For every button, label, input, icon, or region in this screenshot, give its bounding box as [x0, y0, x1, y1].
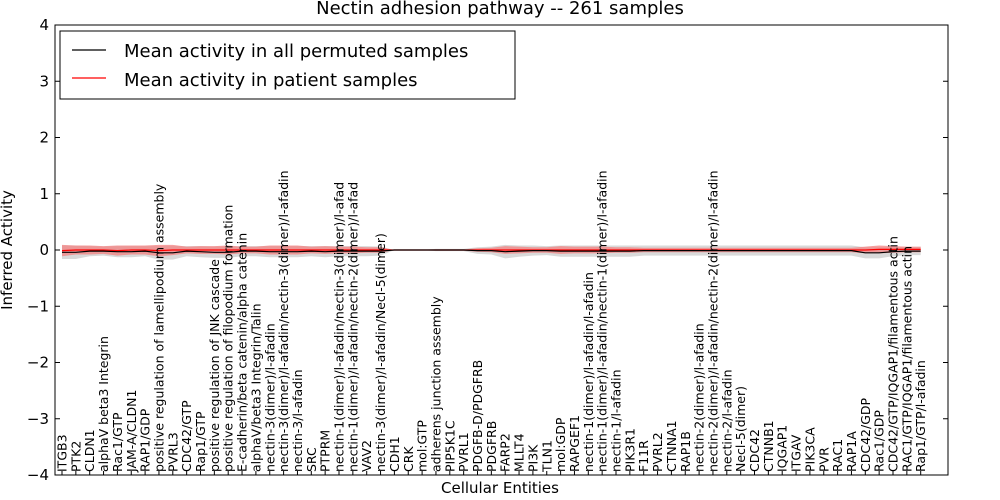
x-tick-label: CDC42 — [747, 429, 762, 472]
x-tick-label: Rap1/GTP — [193, 411, 208, 472]
x-tick-label: CRK — [401, 446, 416, 472]
x-tick-label: RAPGEF1 — [567, 415, 582, 472]
chart-title: Nectin adhesion pathway -- 261 samples — [316, 0, 684, 19]
y-tick-label: 2 — [39, 129, 49, 147]
x-tick-label: adherens junction assembly — [428, 296, 443, 472]
x-tick-label: nectin-1(dimer)/l-afadin/l-afadin — [581, 272, 596, 472]
x-tick-label: CDC42/GTP — [179, 400, 194, 472]
x-axis-label: Cellular Entities — [441, 479, 559, 497]
x-tick-label: alphaV beta3 Integrin — [96, 336, 111, 472]
x-tick-label: CDH1 — [387, 436, 402, 472]
x-tick-label: FARP2 — [498, 433, 513, 472]
x-tick-label: nectin-2/l-afadin — [719, 370, 734, 473]
x-tick-label: RAC1 — [830, 439, 845, 472]
y-tick-label: 4 — [39, 16, 49, 34]
x-tick-label: PIK3CA — [802, 427, 817, 472]
x-tick-label: F11R — [636, 440, 651, 472]
x-tick-label: nectin-2(dimer)/l-afadin/nectin-2(dimer)… — [705, 170, 720, 472]
x-tick-label: PDGFB-D/PDGFRB — [470, 360, 485, 472]
x-tick-label: nectin-3(dimer)/l-afadin/Necl-5(dimer) — [373, 233, 388, 472]
x-tick-label: PVRL3 — [165, 432, 180, 472]
x-tick-label: PTPRM — [318, 430, 333, 472]
x-tick-label: nectin-1(dimer)/l-afadin/nectin-1(dimer)… — [595, 170, 610, 472]
x-tick-label: positive regulation of lamellipodium ass… — [151, 183, 166, 472]
legend-label-patient: Mean activity in patient samples — [124, 70, 418, 91]
x-tick-label: Necl-5(dimer) — [733, 386, 748, 472]
x-tick-label: RAP1/GDP — [138, 408, 153, 472]
x-tick-label: VAV2 — [359, 440, 374, 472]
x-tick-label: CDC42/GTP/IQGAP1/filamentous actin — [886, 236, 901, 472]
x-tick-label: PTK2 — [68, 441, 83, 472]
x-tick-label: SRC — [304, 447, 319, 472]
x-tick-label: JAM-A/CLDN1 — [124, 390, 139, 473]
y-axis: −4 −3 −2 −1 0 1 2 3 4 — [27, 16, 948, 484]
y-tick-label: 3 — [39, 72, 49, 90]
y-tick-label: 0 — [39, 241, 49, 259]
x-tick-label: PIP5K1C — [442, 420, 457, 472]
x-tick-label: PVR — [816, 447, 831, 472]
x-tick-label: E-cadherin/beta catenin/alpha catenin — [235, 233, 250, 472]
x-tick-label: PDGFRB — [484, 421, 499, 472]
x-tick-label: nectin-1(dimer)/l-afadin/nectin-3(dimer)… — [332, 182, 347, 472]
x-tick-label: positive regulation of JNK cascade — [207, 259, 222, 472]
y-tick-label: −2 — [27, 354, 49, 372]
y-tick-label: −3 — [27, 410, 49, 428]
y-tick-label: 1 — [39, 185, 49, 203]
x-tick-label: TLN1 — [539, 440, 554, 473]
series-lines — [61, 248, 921, 254]
x-tick-label: PI3K — [525, 444, 540, 472]
y-tick-label: −4 — [27, 466, 49, 484]
x-tick-label: PVRL1 — [456, 432, 471, 472]
x-tick-label: MLLT4 — [512, 433, 527, 472]
x-tick-label: Rap1/GTP/l-afadin — [913, 360, 928, 472]
x-tick-label: positive regulation of filopodium format… — [221, 205, 236, 472]
x-tick-label: Rac1/GTP — [110, 412, 125, 472]
x-tick-label: nectin-3/l-afadin — [290, 370, 305, 473]
x-tick-label: nectin-2(dimer)/l-afadin — [692, 323, 707, 472]
y-tick-label: −1 — [27, 297, 49, 315]
y-axis-label: Inferred Activity — [0, 190, 16, 310]
confidence-bands — [62, 244, 921, 260]
x-tick-label: RAP1A — [844, 431, 859, 472]
x-tick-label: Rac1/GDP — [872, 410, 887, 472]
x-tick-label: nectin-3(dimer)/l-afadin — [262, 323, 277, 472]
x-tick-label: mol:GDP — [553, 417, 568, 472]
x-tick-label: CTNNA1 — [664, 420, 679, 472]
x-tick-label: nectin-3(dimer)/l-afadin/nectin-3(dimer)… — [276, 170, 291, 472]
x-tick-label: CLDN1 — [82, 429, 97, 472]
x-tick-label: alphaV/beta3 Integrin/Talin — [248, 304, 263, 473]
x-tick-label: CDC42/GDP — [858, 397, 873, 472]
x-tick-label: IQGAP1 — [775, 425, 790, 472]
legend: Mean activity in all permuted samples Me… — [59, 30, 516, 100]
legend-box — [59, 30, 516, 100]
x-tick-label: ITGB3 — [55, 434, 70, 472]
x-tick-label: PVRL2 — [650, 432, 665, 472]
x-tick-label: CTNNB1 — [761, 420, 776, 472]
x-tick-label: RAP1B — [678, 431, 693, 472]
line-series-0 — [62, 249, 921, 254]
x-tick-label: nectin-1/l-afadin — [609, 370, 624, 473]
legend-label-permuted: Mean activity in all permuted samples — [124, 41, 468, 62]
x-tick-label: RAC1/GTP/IQGAP1/filamentous actin — [899, 246, 914, 472]
x-tick-label: nectin-1(dimer)/l-afadin/nectin-2(dimer)… — [345, 182, 360, 472]
x-tick-label: PIK3R1 — [622, 428, 637, 472]
x-tick-label: mol:GTP — [415, 420, 430, 472]
x-tick-label: ITGAV — [789, 434, 804, 472]
